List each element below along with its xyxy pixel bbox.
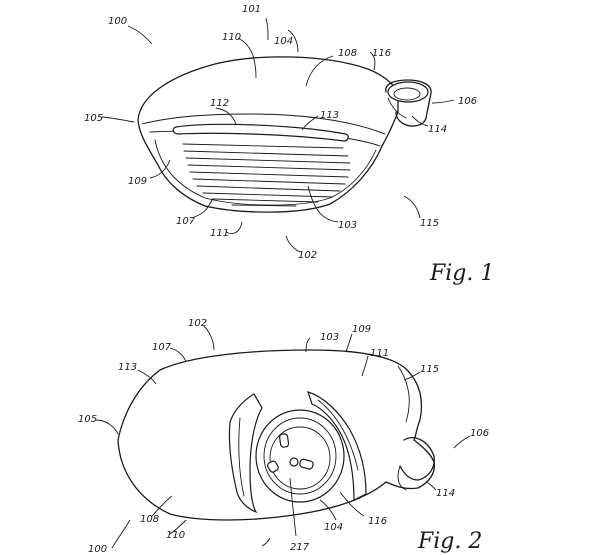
fig2-ref-106: 106 [470, 428, 489, 439]
fig2-hosel [399, 437, 435, 481]
fig2-caption: Fig. 2 [417, 529, 482, 554]
fig2-ref-217: 217 [290, 542, 310, 553]
fig1-ref-103: 103 [338, 220, 357, 231]
fig2-ref-109: 109 [352, 324, 371, 335]
fig2-ref-114: 114 [436, 488, 455, 499]
fig1-face-boundary [154, 139, 377, 206]
fig2-ref-113: 113 [118, 362, 137, 373]
fig1-leaders [101, 17, 455, 253]
fig1-crown-slot [172, 123, 349, 142]
fig1-head-outline [137, 56, 399, 213]
figure-2: 102 103 109 107 111 113 115 105 106 114 … [78, 318, 489, 555]
fig1-ref-107: 107 [176, 216, 196, 227]
fig1-hosel-bore [387, 81, 429, 103]
fig2-ref-107: 107 [152, 342, 172, 353]
fig2-ref-105: 105 [78, 414, 97, 425]
fig1-caption: Fig. 1 [429, 261, 494, 286]
fig1-ref-101: 101 [242, 4, 261, 15]
fig1-crown-edge [141, 113, 386, 135]
fig1-ref-114: 114 [428, 124, 447, 135]
fig2-weight-port [255, 409, 345, 503]
fig2-head-outline [117, 349, 436, 521]
fig1-face-grooves [182, 143, 351, 207]
fig1-ref-115: 115 [420, 218, 439, 229]
fig1-ref-108: 108 [338, 48, 357, 59]
fig2-ref-104: 104 [324, 522, 343, 533]
fig2-ref-116: 116 [368, 516, 387, 527]
fig2-ref-111: 111 [370, 348, 389, 359]
fig2-ref-102: 102 [188, 318, 207, 329]
fig1-ref-105: 105 [84, 113, 103, 124]
fig1-ref-104: 104 [274, 36, 293, 47]
fig1-ref-112: 112 [210, 98, 229, 109]
fig1-ref-102: 102 [298, 250, 317, 261]
fig1-ref-113: 113 [320, 110, 339, 121]
fig2-leaders [95, 325, 471, 549]
fig1-ref-109: 109 [128, 176, 147, 187]
fig1-ref-106: 106 [458, 96, 477, 107]
fig2-right-rail [307, 391, 367, 501]
fig2-ref-100: 100 [88, 544, 107, 555]
fig2-ref-103: 103 [320, 332, 339, 343]
fig2-ref-110: 110 [166, 530, 185, 541]
fig1-ref-100: 100 [108, 16, 127, 27]
fig2-ref-115: 115 [420, 364, 439, 375]
fig1-ref-110: 110 [222, 32, 241, 43]
fig2-ref-108: 108 [140, 514, 159, 525]
fig1-ref-111: 111 [210, 228, 229, 239]
fig1-ref-116: 116 [372, 48, 391, 59]
fig1-hosel [385, 79, 432, 127]
fig2-left-rail [228, 393, 263, 514]
figure-1: 100 101 104 110 108 116 105 106 112 113 … [84, 4, 494, 286]
